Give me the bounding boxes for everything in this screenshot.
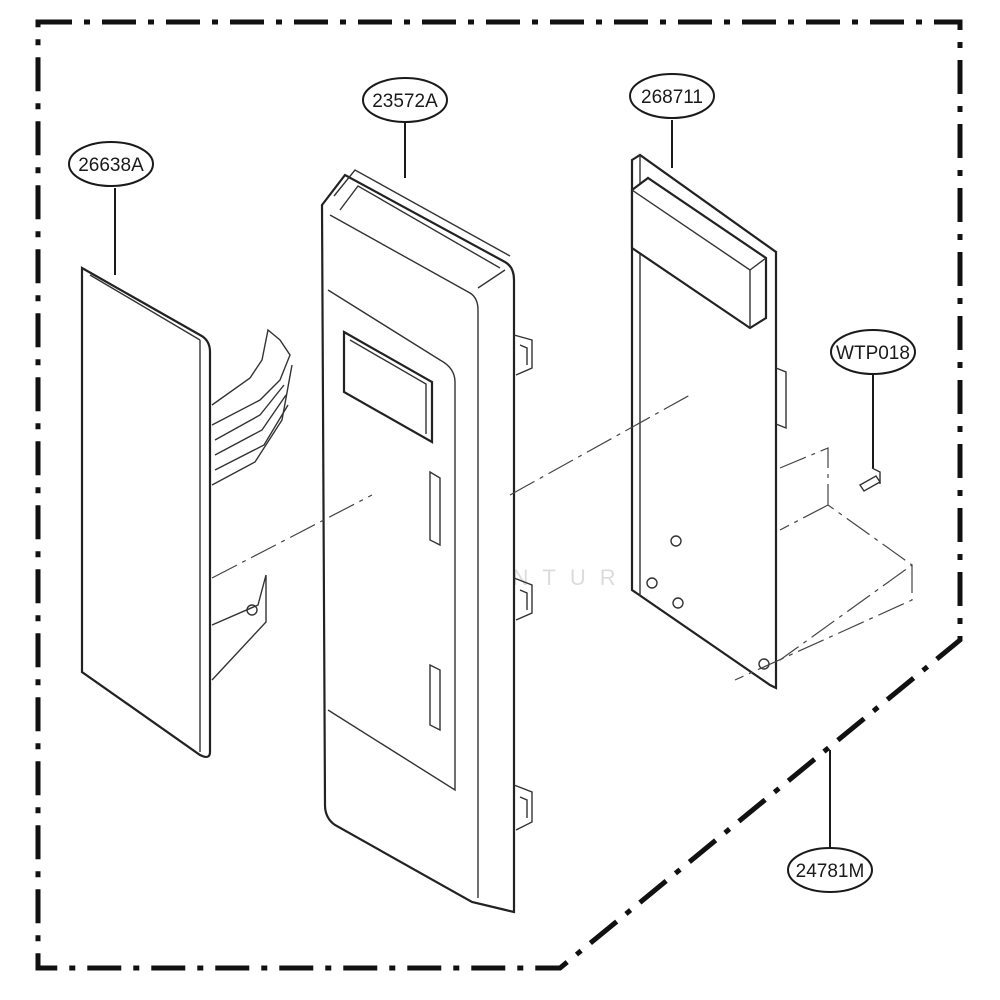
pcb-assembly (630, 153, 787, 690)
assembly-centerline (211, 494, 373, 579)
assembly-centerline (734, 565, 913, 681)
screw (858, 467, 882, 492)
assembly-centerline (779, 447, 914, 661)
assembly-boundary (35, 19, 963, 971)
callout-WTP018: WTP018 (830, 329, 916, 375)
part-number-label: 268711 (641, 87, 703, 108)
callout-268711: 268711 (629, 73, 715, 119)
callout-23572A: 23572A (362, 77, 448, 123)
assembly-centerline (509, 394, 691, 496)
callout-26638A: 26638A (68, 141, 154, 187)
ribbon-tail (211, 574, 267, 681)
part-number-label: 23572A (372, 91, 438, 112)
part-number-label: 24781M (796, 861, 865, 882)
callout-24781M: 24781M (787, 847, 873, 893)
part-number-label: WTP018 (836, 343, 910, 364)
assembly-centerline (779, 504, 829, 531)
part-number-label: 26638A (78, 155, 144, 176)
control-panel-frame (320, 169, 533, 914)
keypad-film (80, 266, 293, 759)
ribbon-cable (211, 328, 293, 486)
